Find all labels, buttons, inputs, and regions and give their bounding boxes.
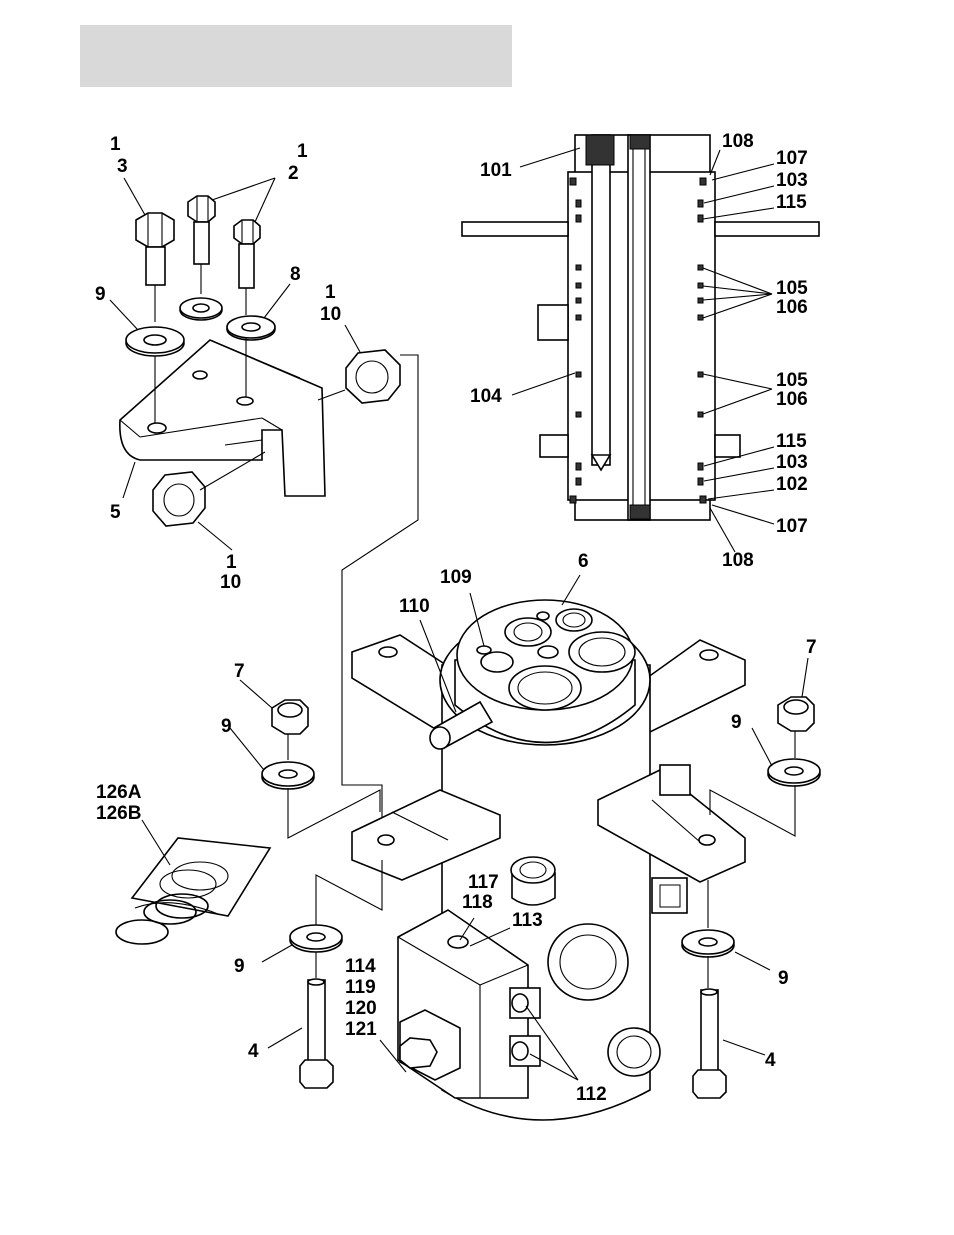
callout-7: 7 xyxy=(806,637,817,658)
callout-1: 1 xyxy=(110,134,121,155)
callout-8: 8 xyxy=(290,264,301,285)
callout-5: 5 xyxy=(110,502,121,523)
callout-9: 9 xyxy=(221,716,232,737)
nut-10-top xyxy=(346,350,400,403)
callout-120: 120 xyxy=(345,998,377,1019)
nut-10-bottom xyxy=(153,472,205,526)
callout-10: 10 xyxy=(220,572,241,593)
bolt-2-left xyxy=(188,196,215,264)
callout-115: 115 xyxy=(776,192,807,213)
plug-117 xyxy=(511,857,555,905)
washer-9-top xyxy=(126,327,184,356)
callout-119: 119 xyxy=(345,977,376,998)
callout-9: 9 xyxy=(778,968,789,989)
callout-109: 109 xyxy=(440,567,472,588)
callout-114: 114 xyxy=(345,956,376,977)
callout-117: 117 xyxy=(468,872,499,893)
callout-3: 3 xyxy=(117,156,128,177)
callout-10: 10 xyxy=(320,304,341,325)
callout-113: 113 xyxy=(512,910,543,931)
callout-115: 115 xyxy=(776,431,807,452)
callout-118: 118 xyxy=(462,892,493,913)
washer-9-left xyxy=(262,762,314,789)
callout-9: 9 xyxy=(731,712,742,733)
callout-105: 105 xyxy=(776,370,808,391)
swivel-section-view xyxy=(462,135,819,520)
washer-small xyxy=(180,298,222,320)
seal-kit-126 xyxy=(116,838,270,944)
callout-102: 102 xyxy=(776,474,808,495)
callout-106: 106 xyxy=(776,297,808,318)
bolt-4-left xyxy=(300,979,333,1088)
callout-110: 110 xyxy=(399,596,430,617)
callout-105: 105 xyxy=(776,278,808,299)
bolt-4-right xyxy=(693,989,726,1098)
callout-112: 112 xyxy=(576,1084,607,1105)
callout-2: 2 xyxy=(288,163,299,184)
washer-9-lower-left xyxy=(290,925,342,952)
callout-4: 4 xyxy=(765,1050,776,1071)
callout-126b: 126B xyxy=(96,803,141,824)
callout-103: 103 xyxy=(776,452,808,473)
callout-108: 108 xyxy=(722,131,754,152)
callout-103: 103 xyxy=(776,170,808,191)
callout-7: 7 xyxy=(234,661,245,682)
callout-121: 121 xyxy=(345,1019,377,1040)
callout-1: 1 xyxy=(297,141,308,162)
callout-1: 1 xyxy=(325,282,336,303)
callout-1: 1 xyxy=(226,552,237,573)
nut-7-right xyxy=(778,697,814,731)
nut-7-left xyxy=(272,700,308,734)
callout-126a: 126A xyxy=(96,782,142,803)
washer-9-lower-right xyxy=(682,930,734,957)
callout-101: 101 xyxy=(480,160,512,181)
callout-106: 106 xyxy=(776,389,808,410)
callout-4: 4 xyxy=(248,1041,259,1062)
bolt-2-right xyxy=(234,220,260,288)
callout-6: 6 xyxy=(578,551,589,572)
callout-104: 104 xyxy=(470,386,502,407)
mounting-bracket-5 xyxy=(120,340,325,496)
callout-107: 107 xyxy=(776,516,808,537)
callout-108: 108 xyxy=(722,550,754,571)
callout-107: 107 xyxy=(776,148,808,169)
callout-9: 9 xyxy=(234,956,245,977)
washer-8 xyxy=(227,316,275,340)
callout-9: 9 xyxy=(95,284,106,305)
bolt-3 xyxy=(136,213,174,285)
washer-9-right xyxy=(768,759,820,786)
